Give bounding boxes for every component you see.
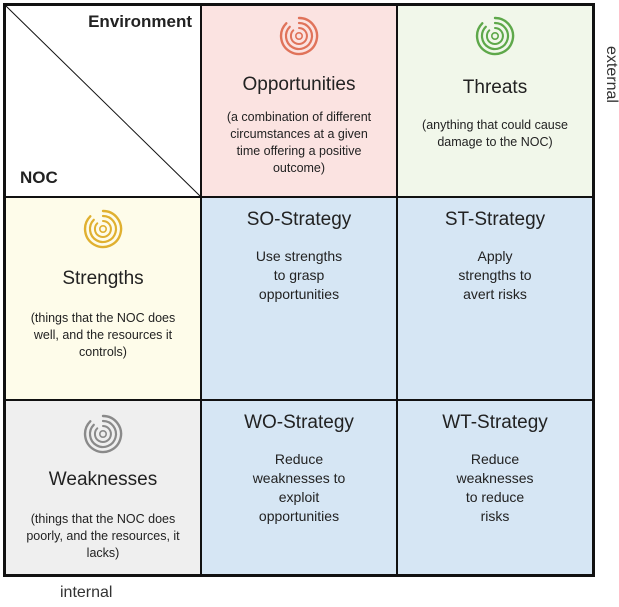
opportunities-title: Opportunities xyxy=(242,74,356,95)
external-axis-label: external xyxy=(603,46,619,103)
opportunities-cell: Opportunities (a combination of differen… xyxy=(201,5,397,197)
swot-matrix: Environment NOC Opportunities (a combina… xyxy=(3,3,595,577)
weaknesses-description: (things that the NOC does poorly, and th… xyxy=(26,512,180,560)
wo-strategy-title: WO-Strategy xyxy=(244,412,354,433)
threats-description: (anything that could cause damage to the… xyxy=(422,118,568,149)
noc-label: NOC xyxy=(20,168,58,187)
wo-strategy-text: Reduce weaknesses to exploit opportuniti… xyxy=(252,451,346,524)
strengths-title: Strengths xyxy=(62,268,144,289)
opportunities-description: (a combination of different circumstance… xyxy=(226,110,372,175)
threats-cell: Threats (anything that could cause damag… xyxy=(397,5,593,197)
diagonal-divider xyxy=(6,6,200,196)
st-strategy-cell: ST-Strategy Apply strengths to avert ris… xyxy=(397,197,593,400)
header-corner-cell: Environment NOC xyxy=(5,5,201,197)
environment-label: Environment xyxy=(88,12,192,31)
threats-title: Threats xyxy=(462,77,528,98)
internal-axis-label: internal xyxy=(60,584,113,601)
concentric-arcs-icon xyxy=(475,16,515,56)
st-strategy-text: Apply strengths to avert risks xyxy=(458,248,532,302)
concentric-arcs-icon xyxy=(83,414,123,454)
strengths-description: (things that the NOC does well, and the … xyxy=(30,311,176,359)
wt-strategy-text: Reduce weaknesses to reduce risks xyxy=(456,451,534,524)
wo-strategy-cell: WO-Strategy Reduce weaknesses to exploit… xyxy=(201,400,397,575)
so-strategy-text: Use strengths to grasp opportunities xyxy=(255,248,343,302)
wt-strategy-title: WT-Strategy xyxy=(442,412,548,433)
weaknesses-cell: Weaknesses (things that the NOC does poo… xyxy=(5,400,201,575)
so-strategy-title: SO-Strategy xyxy=(246,209,352,230)
wt-strategy-cell: WT-Strategy Reduce weaknesses to reduce … xyxy=(397,400,593,575)
concentric-arcs-icon xyxy=(279,16,319,56)
st-strategy-title: ST-Strategy xyxy=(444,209,546,230)
so-strategy-cell: SO-Strategy Use strengths to grasp oppor… xyxy=(201,197,397,400)
concentric-arcs-icon xyxy=(83,209,123,249)
strengths-cell: Strengths (things that the NOC does well… xyxy=(5,197,201,400)
weaknesses-title: Weaknesses xyxy=(48,469,158,490)
